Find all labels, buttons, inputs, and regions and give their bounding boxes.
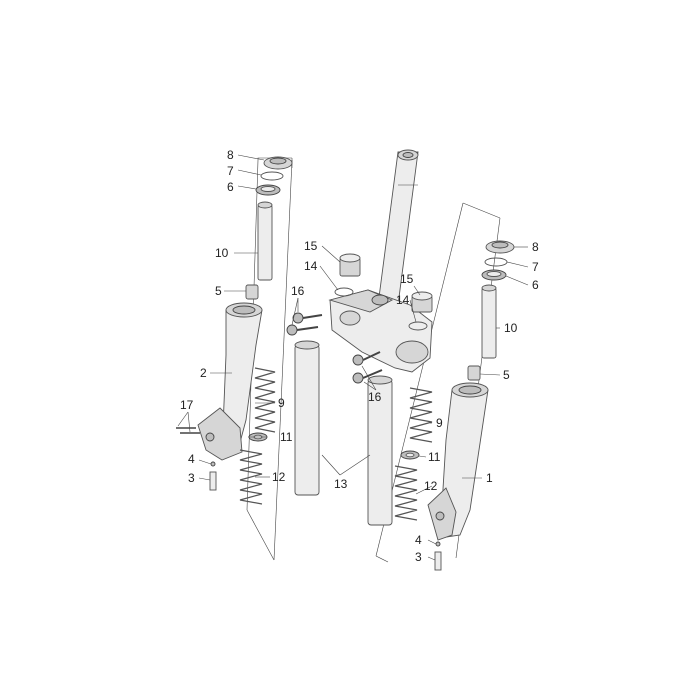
left-fork-slider [197, 302, 263, 461]
callout-11-right: 11 [428, 450, 441, 464]
callout-3-right: 3 [415, 550, 422, 564]
callout-1: 1 [486, 471, 493, 485]
fork-tube-right [367, 375, 393, 526]
callout-6-left: 6 [227, 180, 234, 194]
left-dust-cap [263, 156, 293, 170]
callout-15-left: 15 [304, 239, 318, 253]
right-bushing [467, 365, 481, 381]
callout-9-left: 9 [278, 396, 285, 410]
callout-6-right: 6 [532, 278, 539, 292]
callout-4-left: 4 [188, 452, 195, 466]
callout-10-right: 10 [504, 321, 518, 335]
left-damper-rod [257, 201, 273, 281]
callout-12-right: 12 [424, 479, 438, 493]
upper-bolts [286, 312, 323, 336]
callout-5-right: 5 [503, 368, 510, 382]
callout-15-right: 15 [400, 272, 414, 286]
left-spring-lower [239, 449, 263, 505]
callout-8-left: 8 [227, 148, 234, 162]
callout-4-right: 4 [415, 533, 422, 547]
callout-10-left: 10 [215, 246, 229, 260]
right-bottom-screw [434, 541, 442, 571]
left-top-bush [334, 253, 361, 297]
right-spring-upper [409, 387, 433, 443]
right-washer [400, 450, 420, 460]
right-dust-cap [485, 240, 515, 254]
callout-7-left: 7 [227, 164, 234, 178]
callout-2: 2 [200, 366, 207, 380]
left-bushing [245, 284, 259, 300]
right-top-bush [408, 291, 433, 331]
callout-7-right: 7 [532, 260, 539, 274]
left-spring-upper [254, 367, 276, 433]
steering-stem [377, 149, 419, 306]
callout-12-left: 12 [272, 470, 286, 484]
callout-8-right: 8 [532, 240, 539, 254]
right-damper-rod [481, 284, 497, 359]
fork-tube-left [294, 340, 320, 496]
left-oil-seal [255, 184, 281, 196]
right-spring-lower [394, 465, 418, 521]
right-circlip [484, 257, 508, 267]
callout-5-left: 5 [215, 284, 222, 298]
callout-16-right: 16 [368, 390, 382, 404]
callout-16-left: 16 [291, 284, 305, 298]
callout-14-right: 14 [396, 293, 410, 307]
left-screws [176, 427, 200, 434]
callout-11-left: 11 [280, 430, 293, 444]
callout-3-left: 3 [188, 471, 195, 485]
left-bottom-screw [209, 461, 217, 491]
lower-bolts [352, 351, 383, 384]
left-circlip [260, 171, 284, 181]
leader-lines [177, 154, 529, 561]
right-fork-slider [427, 382, 489, 541]
right-oil-seal [481, 269, 507, 281]
callout-labels: 8 7 6 10 5 2 9 11 12 17 4 3 15 14 16 15 … [180, 148, 539, 564]
callout-9-right: 9 [436, 416, 443, 430]
callout-17: 17 [180, 398, 194, 412]
steering-yoke [328, 289, 433, 373]
callout-14-left: 14 [304, 259, 318, 273]
callout-13: 13 [334, 477, 348, 491]
